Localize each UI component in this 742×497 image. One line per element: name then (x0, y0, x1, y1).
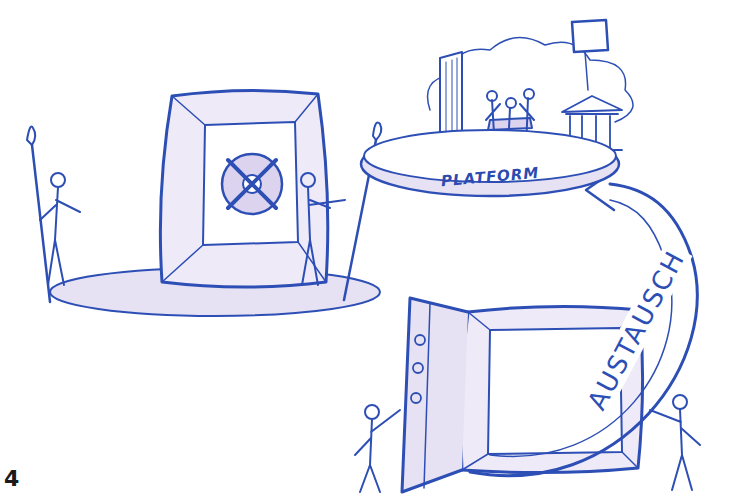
platform-outline (358, 122, 622, 198)
platform-disc: PLATFORM (358, 122, 622, 198)
figure-number: 4 (4, 466, 19, 491)
